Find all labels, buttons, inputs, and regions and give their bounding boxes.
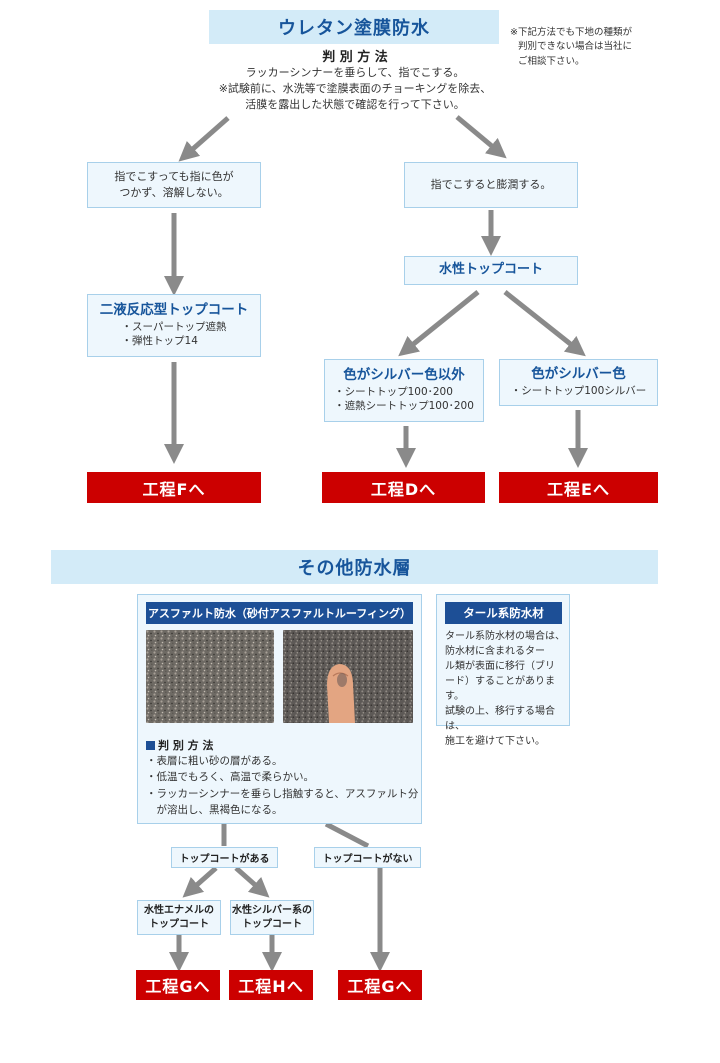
tar-line: タール系防水材の場合は、	[445, 631, 565, 642]
left-condition-box: 指でこすっても指に色が つかず、溶解しない。	[87, 162, 261, 208]
enamel-line: トップコート	[149, 918, 209, 930]
arrow-to-silver	[503, 290, 586, 357]
tar-line: ル類が表面に移行（ブリ	[445, 661, 555, 672]
tar-line: 試験の上、移行する場合は、	[445, 706, 555, 732]
square-bullet-icon	[146, 740, 155, 750]
topcoat-no-label: トップコートがない	[314, 847, 421, 868]
topcoat-yes-text: トップコートがある	[179, 854, 270, 865]
urethane-method: 判 別 方 法 ラッカーシンナーを垂らして、指でこする。 ※試験前に、水洗等で塗…	[150, 46, 560, 113]
finger-test-photo	[283, 630, 413, 723]
urethane-note: ※下記方法でも下地の種類が 判別できない場合は当社に ご相談下さい。	[510, 26, 710, 69]
method-item: が溶出し、黒褐色になる。	[146, 803, 283, 816]
arrow-to-enamel	[182, 866, 218, 898]
product-item: ・スーパートップ遮熱	[121, 320, 227, 333]
silver-type-line: トップコート	[242, 918, 302, 930]
process-d-label: 工程Dへ	[370, 479, 437, 499]
enamel-topcoat-box: 水性エナメルの トップコート	[137, 900, 221, 935]
silver-type-line: 水性シルバー系の	[232, 905, 312, 916]
arrow-to-non-silver	[398, 290, 480, 357]
method-line: ※試験前に、水洗等で塗膜表面のチョーキングを除去、	[218, 81, 492, 95]
silver-type-topcoat-box: 水性シルバー系の トップコート	[230, 900, 314, 935]
method-item: ・ラッカーシンナーを垂らし指触すると、アスファルト分	[146, 787, 419, 800]
method-line: ラッカーシンナーを垂らして、指でこする。	[245, 66, 465, 79]
process-e-label: 工程Eへ	[547, 479, 610, 499]
two-part-topcoat-box: 二液反応型トップコート ・スーパートップ遮熱 ・弾性トップ14	[87, 294, 261, 357]
tar-description: タール系防水材の場合は、 防水材に含まれるター ル類が表面に移行（ブリ ード）す…	[445, 629, 567, 749]
process-f-button[interactable]: 工程Fへ	[87, 472, 261, 503]
tar-line: ード）することがあります。	[445, 676, 555, 702]
sand-surface-photo	[146, 630, 274, 723]
condition-line: 指でこすると膨潤する。	[430, 178, 552, 192]
product-item: ・遮熱シートトップ100･200	[334, 400, 474, 413]
tar-line: 防水材に含まれるター	[445, 646, 545, 657]
method-heading: 判 別 方 法	[322, 50, 388, 65]
right-condition-box: 指でこすると膨潤する。	[404, 162, 578, 208]
asphalt-panel: アスファルト防水（砂付アスファルトルーフィング）	[137, 594, 422, 824]
asphalt-method-heading: 判 別 方 法	[158, 739, 214, 752]
silver-title: 色がシルバー色	[531, 366, 626, 383]
product-item: ・シートトップ100･200	[334, 385, 453, 398]
arrow-to-silver-type	[234, 866, 270, 898]
method-item: ・表層に粗い砂の層がある。	[146, 755, 283, 767]
connector-asphalt-no	[324, 821, 370, 849]
product-item: ・弾性トップ14	[121, 335, 198, 348]
process-e-button[interactable]: 工程Eへ	[499, 472, 658, 503]
urethane-title: ウレタン塗膜防水	[278, 18, 430, 39]
topcoat-yes-label: トップコートがある	[171, 847, 278, 868]
tar-line: 施工を避けて下さい。	[445, 736, 545, 747]
tar-title: タール系防水材	[463, 606, 544, 620]
tar-panel: タール系防水材 タール系防水材の場合は、 防水材に含まれるター ル類が表面に移行…	[436, 594, 570, 747]
process-h-label: 工程Hへ	[238, 977, 304, 996]
non-silver-title: 色がシルバー色以外	[343, 367, 465, 384]
silver-box: 色がシルバー色 ・シートトップ100シルバー	[499, 359, 658, 406]
product-item: ・シートトップ100シルバー	[510, 384, 647, 397]
non-silver-box: 色がシルバー色以外 ・シートトップ100･200 ・遮熱シートトップ100･20…	[324, 359, 484, 422]
method-item: ・低温でもろく、高温で柔らかい。	[146, 771, 314, 784]
process-g2-label: 工程Gへ	[347, 977, 413, 996]
process-g1-label: 工程Gへ	[145, 977, 211, 996]
process-g2-button[interactable]: 工程Gへ	[338, 970, 422, 1000]
topcoat-no-text: トップコートがない	[322, 854, 413, 865]
process-d-button[interactable]: 工程Dへ	[322, 472, 485, 503]
asphalt-title-bar: アスファルト防水（砂付アスファルトルーフィング）	[146, 602, 413, 624]
urethane-header: ウレタン塗膜防水	[209, 10, 499, 44]
note-line: ご相談下さい。	[518, 55, 585, 67]
asphalt-title: アスファルト防水（砂付アスファルトルーフィング）	[147, 607, 412, 620]
arrow-to-right-condition	[455, 115, 507, 159]
condition-line: 指でこすっても指に色が	[114, 170, 234, 184]
two-part-title: 二液反応型トップコート	[99, 302, 249, 319]
note-line: 判別できない場合は当社に	[518, 41, 633, 53]
process-f-label: 工程Fへ	[142, 479, 206, 499]
method-line: 活膜を露出した状態で確認を行って下さい。	[245, 97, 465, 111]
process-g1-button[interactable]: 工程Gへ	[136, 970, 220, 1000]
note-line: ※下記方法でも下地の種類が	[510, 27, 632, 38]
asphalt-method: 判 別 方 法 ・表層に粗い砂の層がある。 ・低温でもろく、高温で柔らかい。 ・…	[146, 737, 421, 818]
arrow-to-left-condition	[178, 116, 230, 162]
enamel-line: 水性エナメルの	[144, 905, 214, 916]
other-title: その他防水層	[297, 558, 412, 579]
other-header: その他防水層	[51, 550, 658, 584]
process-h-button[interactable]: 工程Hへ	[229, 970, 313, 1000]
water-topcoat-box: 水性トップコート	[404, 256, 578, 285]
water-topcoat-title: 水性トップコート	[438, 262, 543, 278]
tar-title-bar: タール系防水材	[445, 602, 562, 624]
condition-line: つかず、溶解しない。	[119, 186, 229, 199]
